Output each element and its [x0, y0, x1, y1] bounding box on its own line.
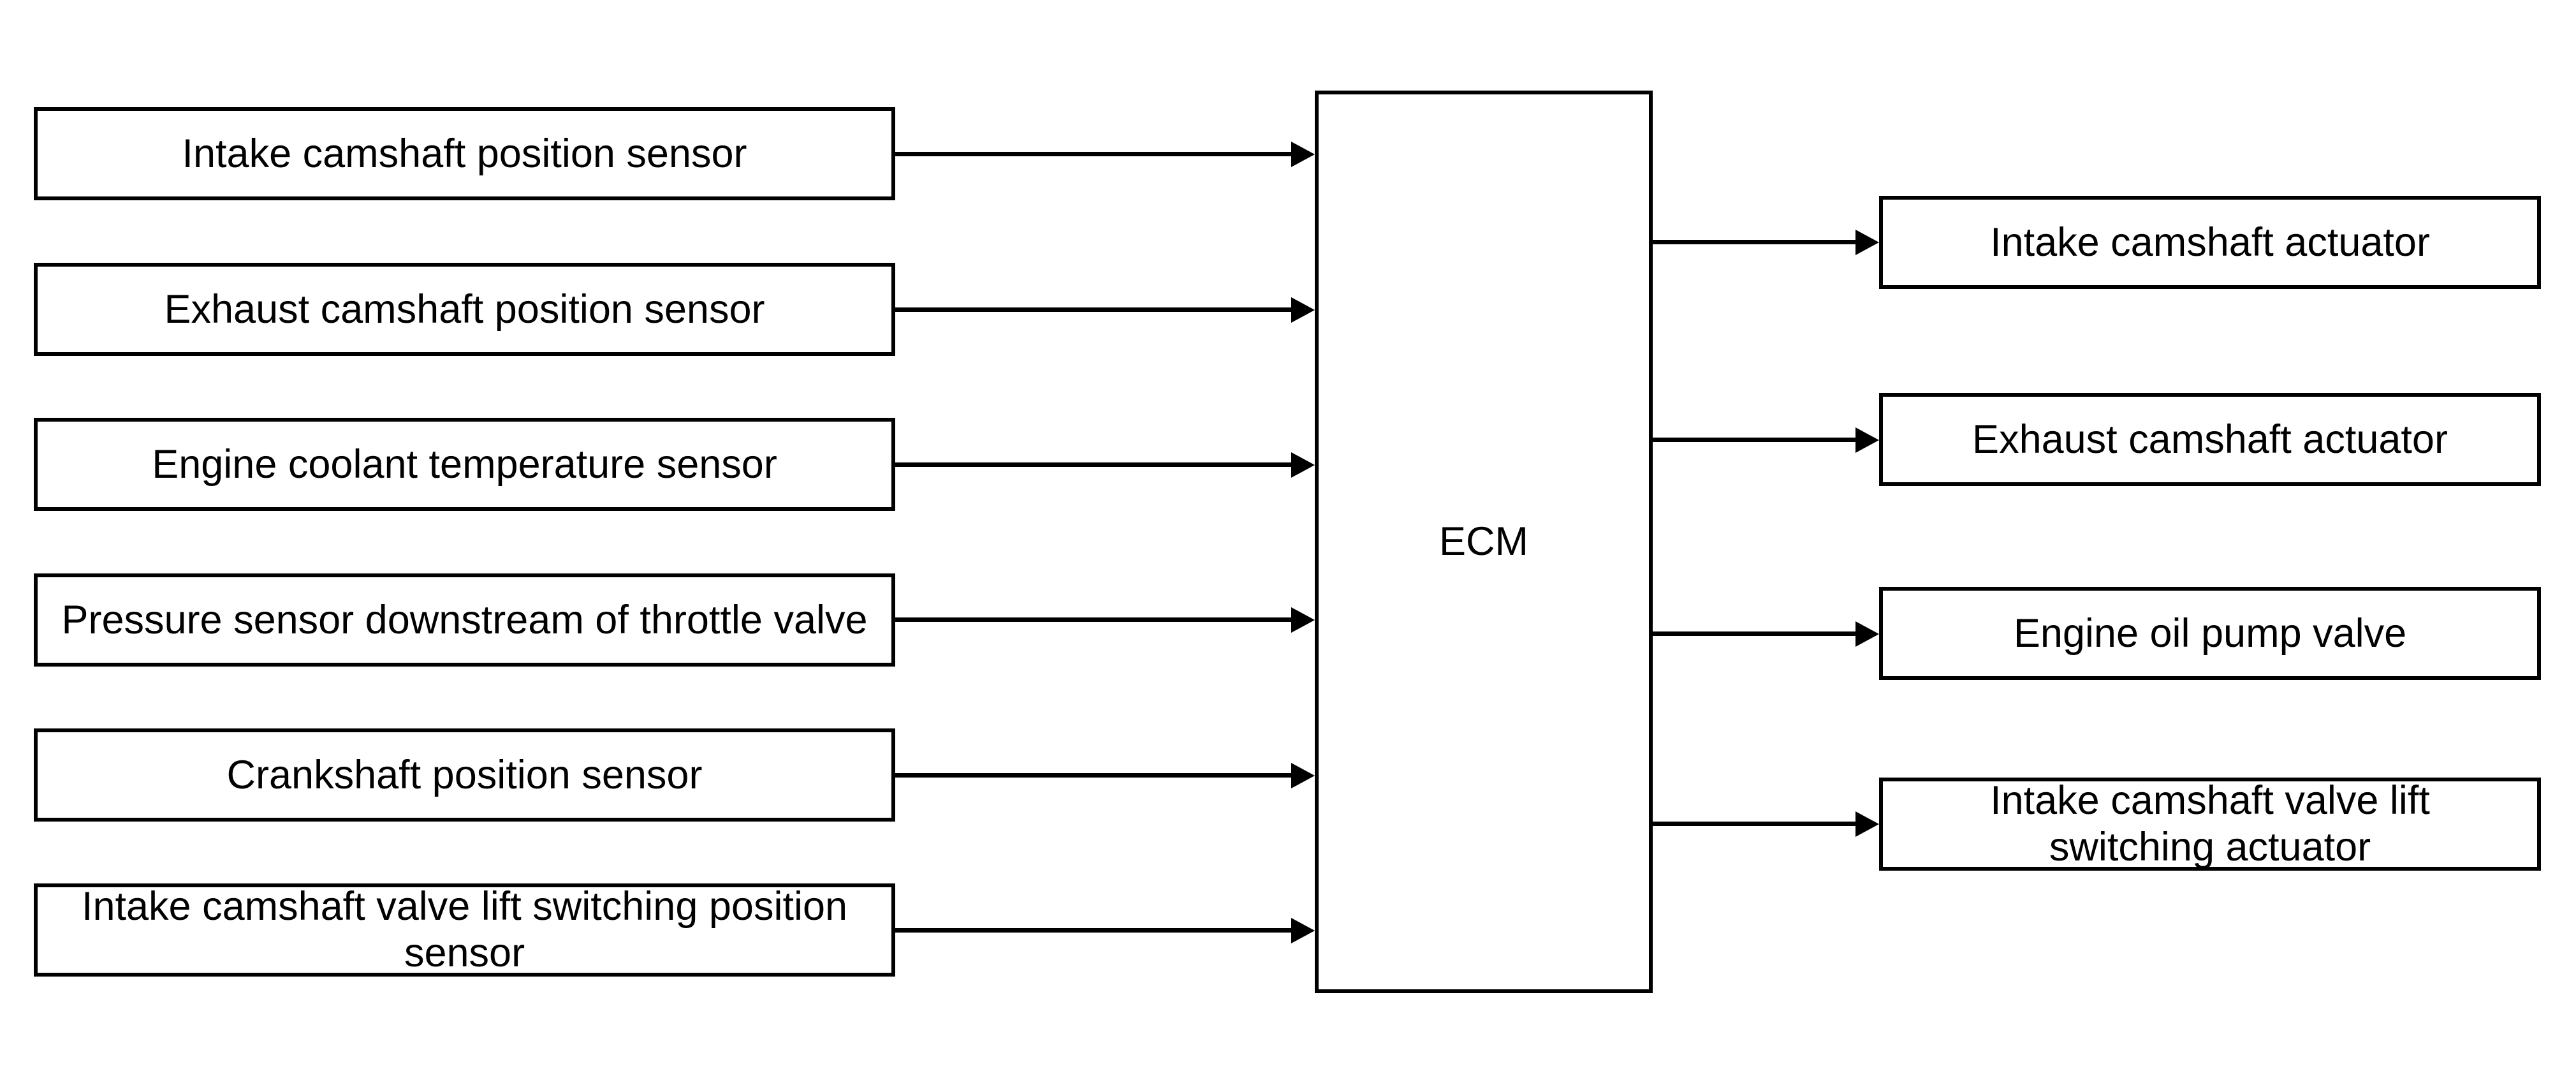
output-arrow-2 [1653, 438, 1855, 442]
input-label-crankshaft-position-sensor: Crankshaft position sensor [226, 752, 703, 797]
output-arrow-1 [1653, 240, 1855, 244]
output-box-engine-oil-pump-valve: Engine oil pump valve [1879, 587, 2541, 680]
input-label-engine-coolant-temperature-sensor: Engine coolant temperature sensor [152, 441, 777, 487]
output-box-exhaust-camshaft-actuator: Exhaust camshaft actuator [1879, 393, 2541, 486]
input-label-pressure-sensor-downstream-of-throttle-valve: Pressure sensor downstream of throttle v… [61, 597, 868, 642]
output-label-engine-oil-pump-valve: Engine oil pump valve [2013, 610, 2407, 656]
input-label-intake-camshaft-position-sensor: Intake camshaft position sensor [182, 131, 747, 176]
input-box-exhaust-camshaft-position-sensor: Exhaust camshaft position sensor [34, 263, 895, 356]
output-box-intake-camshaft-actuator: Intake camshaft actuator [1879, 196, 2541, 289]
output-box-intake-camshaft-valve-lift-switching-actuator: Intake camshaft valve lift switching act… [1879, 778, 2541, 871]
input-arrow-6 [895, 928, 1291, 933]
input-box-engine-coolant-temperature-sensor: Engine coolant temperature sensor [34, 418, 895, 511]
ecm-label: ECM [1439, 519, 1528, 564]
output-arrow-4 [1653, 822, 1855, 826]
output-arrow-3 [1653, 631, 1855, 636]
output-label-exhaust-camshaft-actuator: Exhaust camshaft actuator [1972, 417, 2448, 462]
input-box-pressure-sensor-downstream-of-throttle-valve: Pressure sensor downstream of throttle v… [34, 573, 895, 667]
output-label-intake-camshaft-actuator: Intake camshaft actuator [1990, 219, 2430, 265]
input-arrow-1 [895, 152, 1291, 156]
input-arrow-3 [895, 462, 1291, 467]
output-label-intake-camshaft-valve-lift-switching-actuator: Intake camshaft valve lift switching act… [1990, 778, 2430, 869]
input-arrow-4 [895, 617, 1291, 622]
input-label-intake-camshaft-valve-lift-switching-position-sensor: Intake camshaft valve lift switching pos… [81, 884, 848, 975]
input-label-exhaust-camshaft-position-sensor: Exhaust camshaft position sensor [164, 286, 765, 332]
input-box-intake-camshaft-valve-lift-switching-position-sensor: Intake camshaft valve lift switching pos… [34, 883, 895, 977]
input-box-crankshaft-position-sensor: Crankshaft position sensor [34, 728, 895, 822]
input-arrow-2 [895, 307, 1291, 312]
ecm-box: ECM [1315, 91, 1653, 993]
input-box-intake-camshaft-position-sensor: Intake camshaft position sensor [34, 107, 895, 200]
input-arrow-5 [895, 773, 1291, 778]
